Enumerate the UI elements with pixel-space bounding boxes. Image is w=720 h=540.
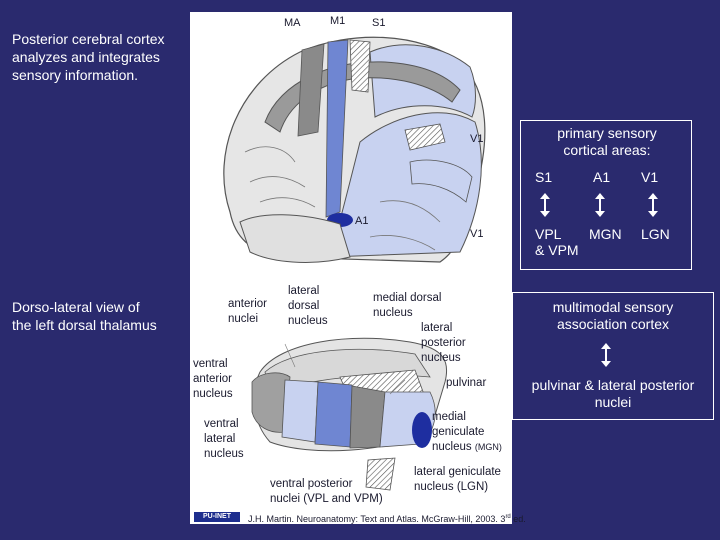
m1-strip [325,39,349,218]
double-arrow-icon [648,193,658,217]
primary-box-title: primary sensory cortical areas: [557,125,657,158]
double-arrow-icon [540,193,550,217]
v1-band [409,159,473,203]
citation-text: J.H. Martin. Neuroanatomy: Text and Atla… [248,514,526,524]
nucleus-vpl: VPL & VPM [535,226,579,258]
label-lateral-geniculate: lateral geniculate nucleus (LGN) [414,466,501,493]
thalamus-illustration [251,337,448,491]
ma-strip [297,43,325,137]
intro-line-3: sensory information. [12,67,139,83]
intro-line-2: analyzes and integrates [12,49,160,65]
lgn-region [365,457,396,491]
area-s1: S1 [535,169,553,185]
label-v1-upper: V1 [470,133,483,145]
ventral-lateral-region [281,379,319,443]
double-arrow-icon [601,343,611,367]
association-cortex-box: multimodal sensory association cortex pu… [512,292,714,420]
citation-bar: PU-INET J.H. Martin. Neuroanatomy: Text … [190,510,526,524]
label-pulvinar: pulvinar [446,377,487,389]
intro-text: Posterior cerebral cortex analyzes and i… [12,30,202,84]
label-lateral-posterior: lateral posterior nucleus [421,322,466,364]
hatched-strip [349,39,371,93]
label-anterior-nuclei: anterior nuclei [228,298,267,325]
label-lateral-dorsal: lateral dorsal nucleus [288,285,328,327]
posterior-cortex-region [329,112,482,258]
label-s1: S1 [372,17,385,29]
primary-sensory-box: primary sensory cortical areas: S1 A1 V1… [520,120,692,270]
publisher-logo: PU-INET [194,512,240,522]
label-medial-geniculate: medial geniculate nucleus (MGN) [432,411,502,453]
label-ventral-anterior: ventral anterior nucleus [193,358,233,400]
ventral-posterior-region [314,381,353,448]
label-ma: MA [284,17,301,29]
label-ventral-posterior: ventral posterior nuclei (VPL and VPM) [270,478,383,505]
area-a1: A1 [593,169,611,185]
mgn-region [412,412,432,448]
nucleus-lgn: LGN [641,226,670,242]
intermediate-region [349,385,386,449]
assoc-box-target: pulvinar & lateral posterior nuclei [531,377,695,410]
temporal-lobe [239,214,351,263]
view-caption: Dorso-lateral view of the left dorsal th… [12,298,192,334]
view-line-2: the left dorsal thalamus [12,317,157,333]
nucleus-mgn: MGN [589,226,622,242]
cortex-illustration: MA M1 S1 V1 A1 V1 [223,15,486,263]
assoc-box-title: multimodal sensory association cortex [552,299,674,332]
double-arrow-icon [595,193,605,217]
area-v1: V1 [641,169,659,185]
intro-line-1: Posterior cerebral cortex [12,31,165,47]
label-ventral-lateral: ventral lateral nucleus [204,418,244,460]
figure-panel: MA M1 S1 V1 A1 V1 [190,12,512,522]
view-line-1: Dorso-lateral view of [12,299,140,315]
hatched-patch [404,123,446,151]
label-v1-lower: V1 [470,228,483,240]
label-medial-dorsal: medial dorsal nucleus [373,292,442,319]
label-a1: A1 [355,215,368,227]
label-m1: M1 [330,15,345,27]
